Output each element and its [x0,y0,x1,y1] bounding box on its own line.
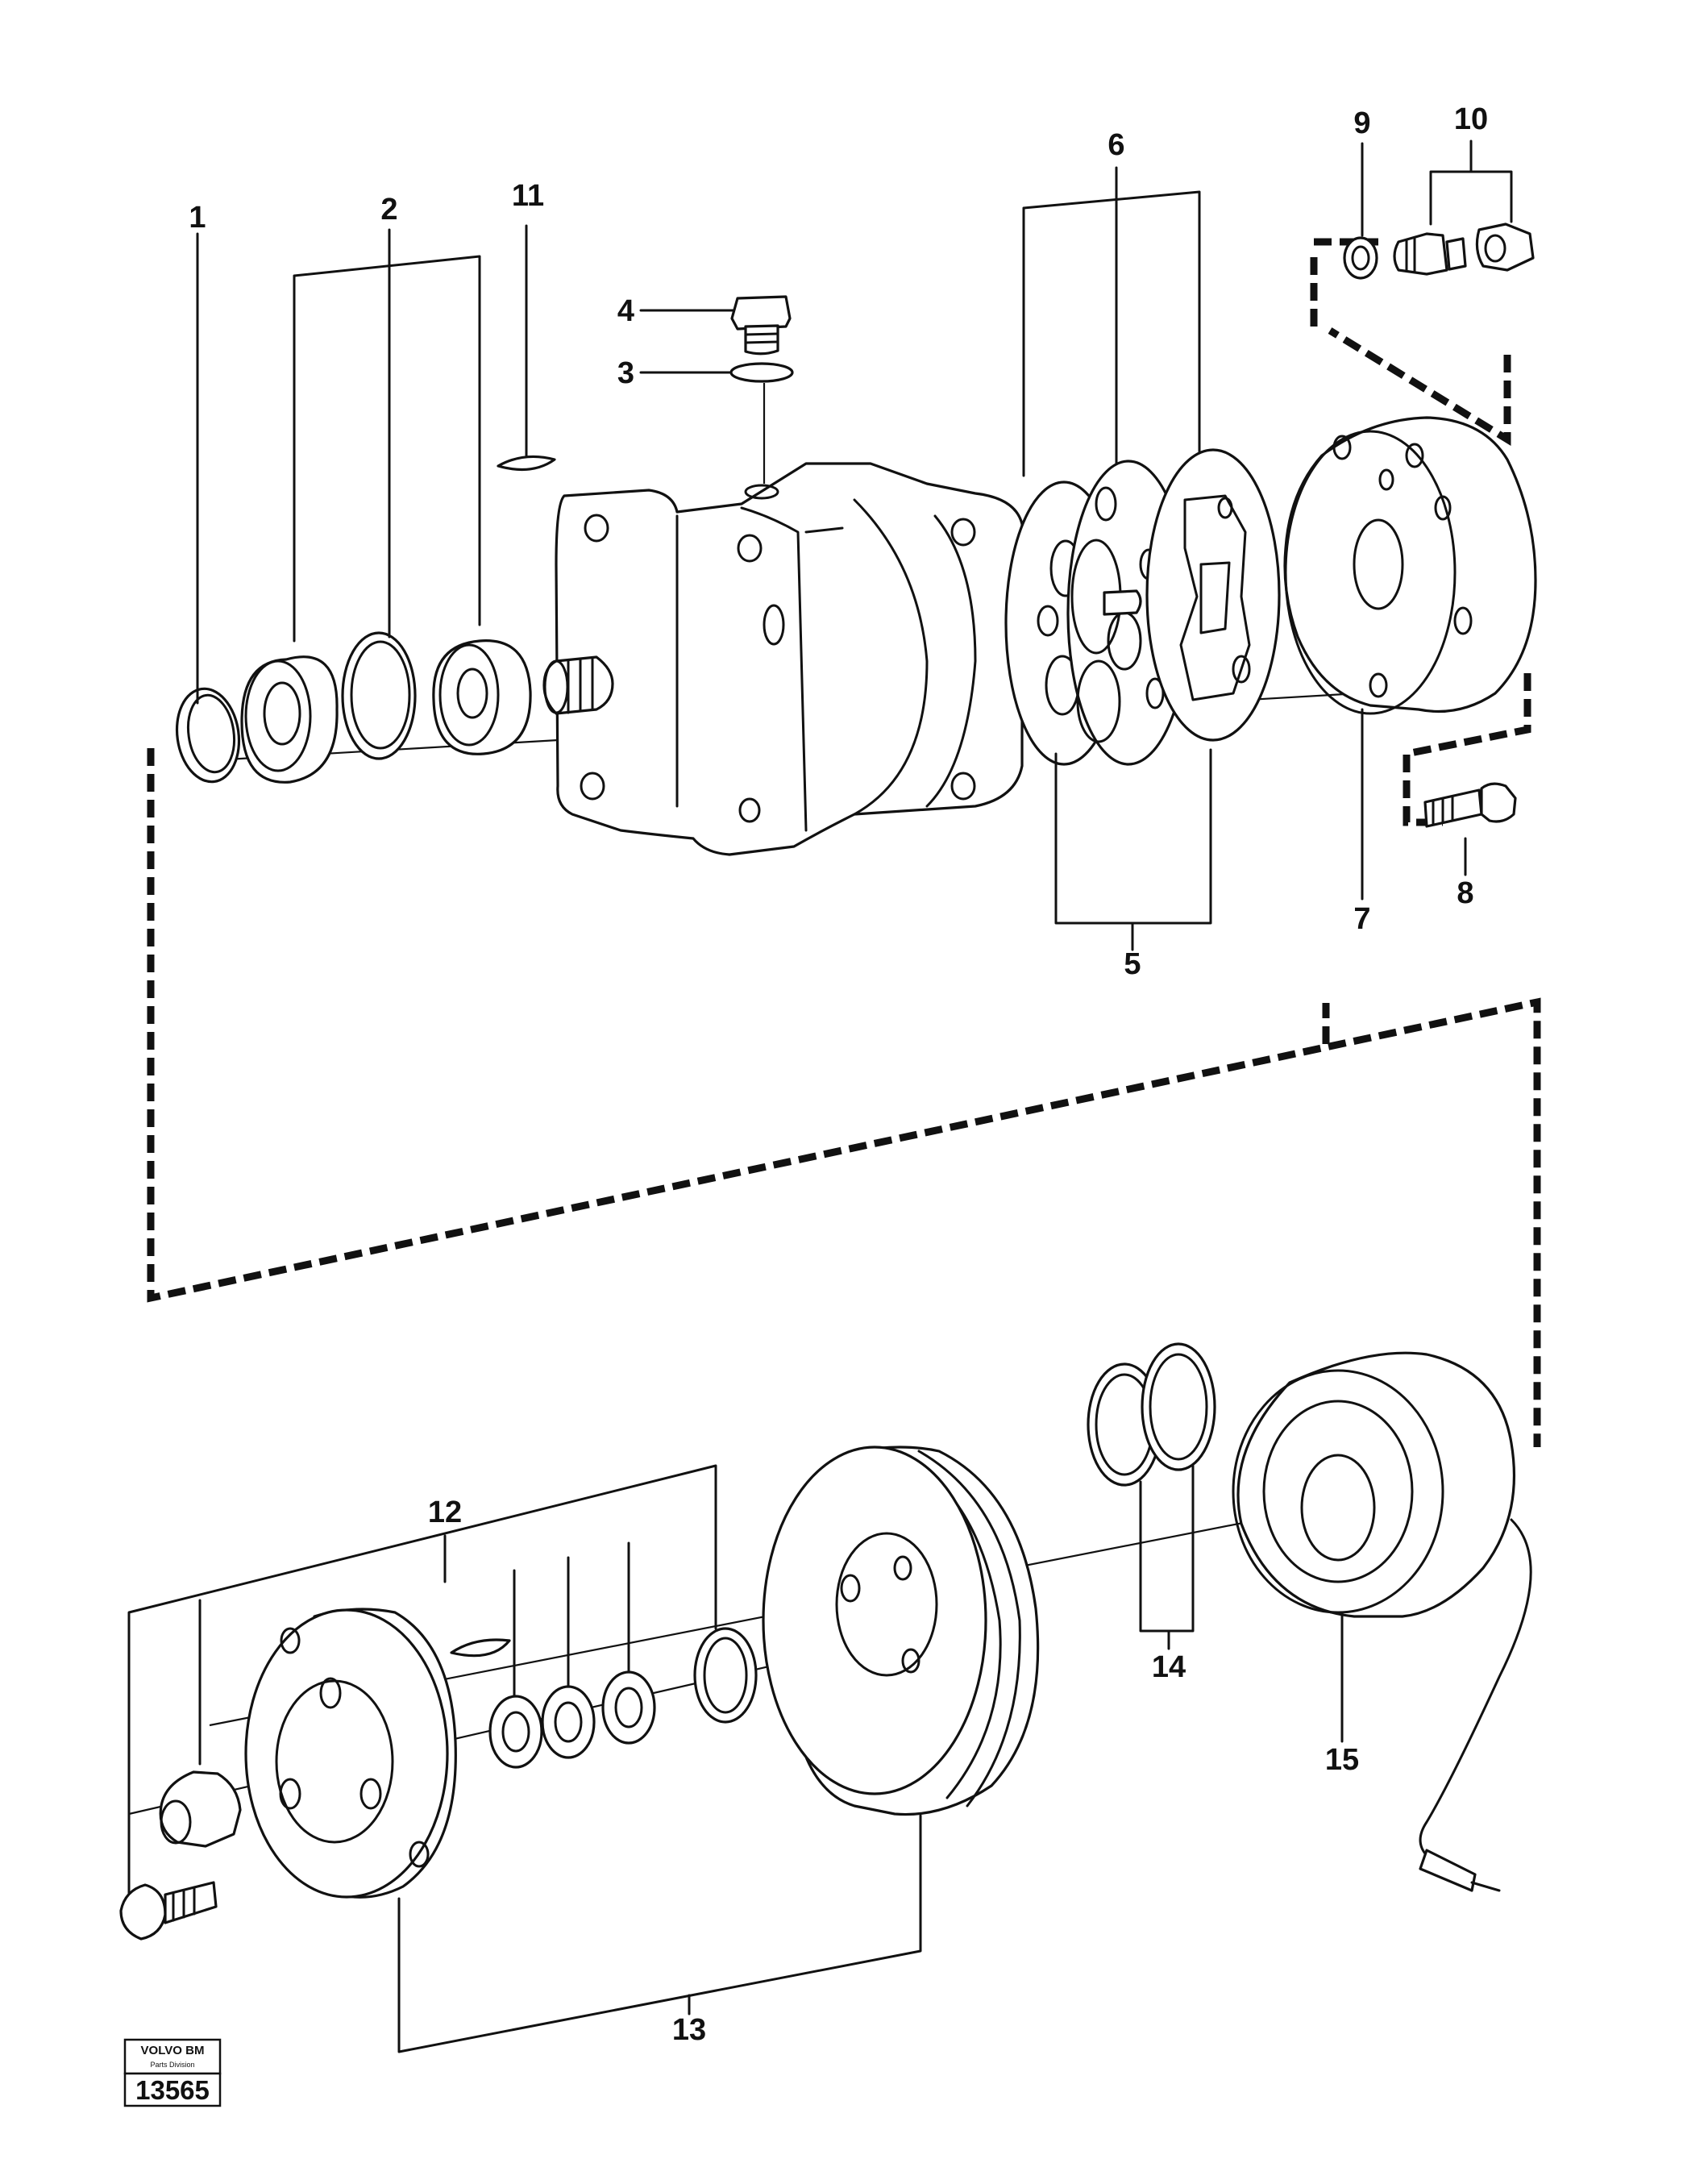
label-2: 2 [380,193,397,227]
part-labels: 1 2 3 4 5 6 7 8 9 10 11 12 13 14 15 [189,102,1488,2047]
pulley [762,1446,1040,1816]
label-4: 4 [617,294,634,328]
label-12: 12 [428,1496,462,1529]
label-10: 10 [1454,102,1488,136]
label-5: 5 [1124,947,1141,981]
part-3-washer [729,362,794,383]
clutch-nut [159,1770,242,1848]
part-4-plug [730,295,792,356]
label-1: 1 [189,201,206,235]
label-13: 13 [672,2013,706,2047]
label-9: 9 [1353,106,1370,140]
label-6: 6 [1107,128,1124,162]
stamp-brand: VOLVO BM [141,2044,205,2057]
part-1-circlip [175,687,241,784]
part-14-shim-rings [1087,1342,1216,1487]
part-6-gasket [1145,448,1281,742]
part-8-bolt [1423,782,1517,828]
part-10-fitting [1393,223,1535,276]
stamp-number: 13565 [135,2075,210,2105]
part-2-seal-assembly [240,631,532,784]
clutch-bolt [119,1881,218,1941]
part-15-field-coil [1232,1351,1532,1892]
label-15: 15 [1325,1743,1359,1777]
label-8: 8 [1457,876,1473,910]
armature-plate [244,1608,457,1899]
part-12-shim-set [450,1627,758,1769]
label-7: 7 [1353,902,1370,936]
stamp-division: Parts Division [150,2061,194,2069]
volvo-bm-stamp: VOLVO BM Parts Division 13565 [123,2038,222,2107]
label-14: 14 [1152,1650,1186,1684]
label-3: 3 [617,356,634,390]
compressor-body [542,462,1024,856]
part-11-woodruff-key [497,455,556,472]
part-7-rear-head [1283,416,1537,715]
label-11: 11 [512,179,544,213]
connection-dashed-lines [147,238,1541,1447]
leader-lines [127,139,1513,2053]
part-9-washer [1343,236,1378,280]
